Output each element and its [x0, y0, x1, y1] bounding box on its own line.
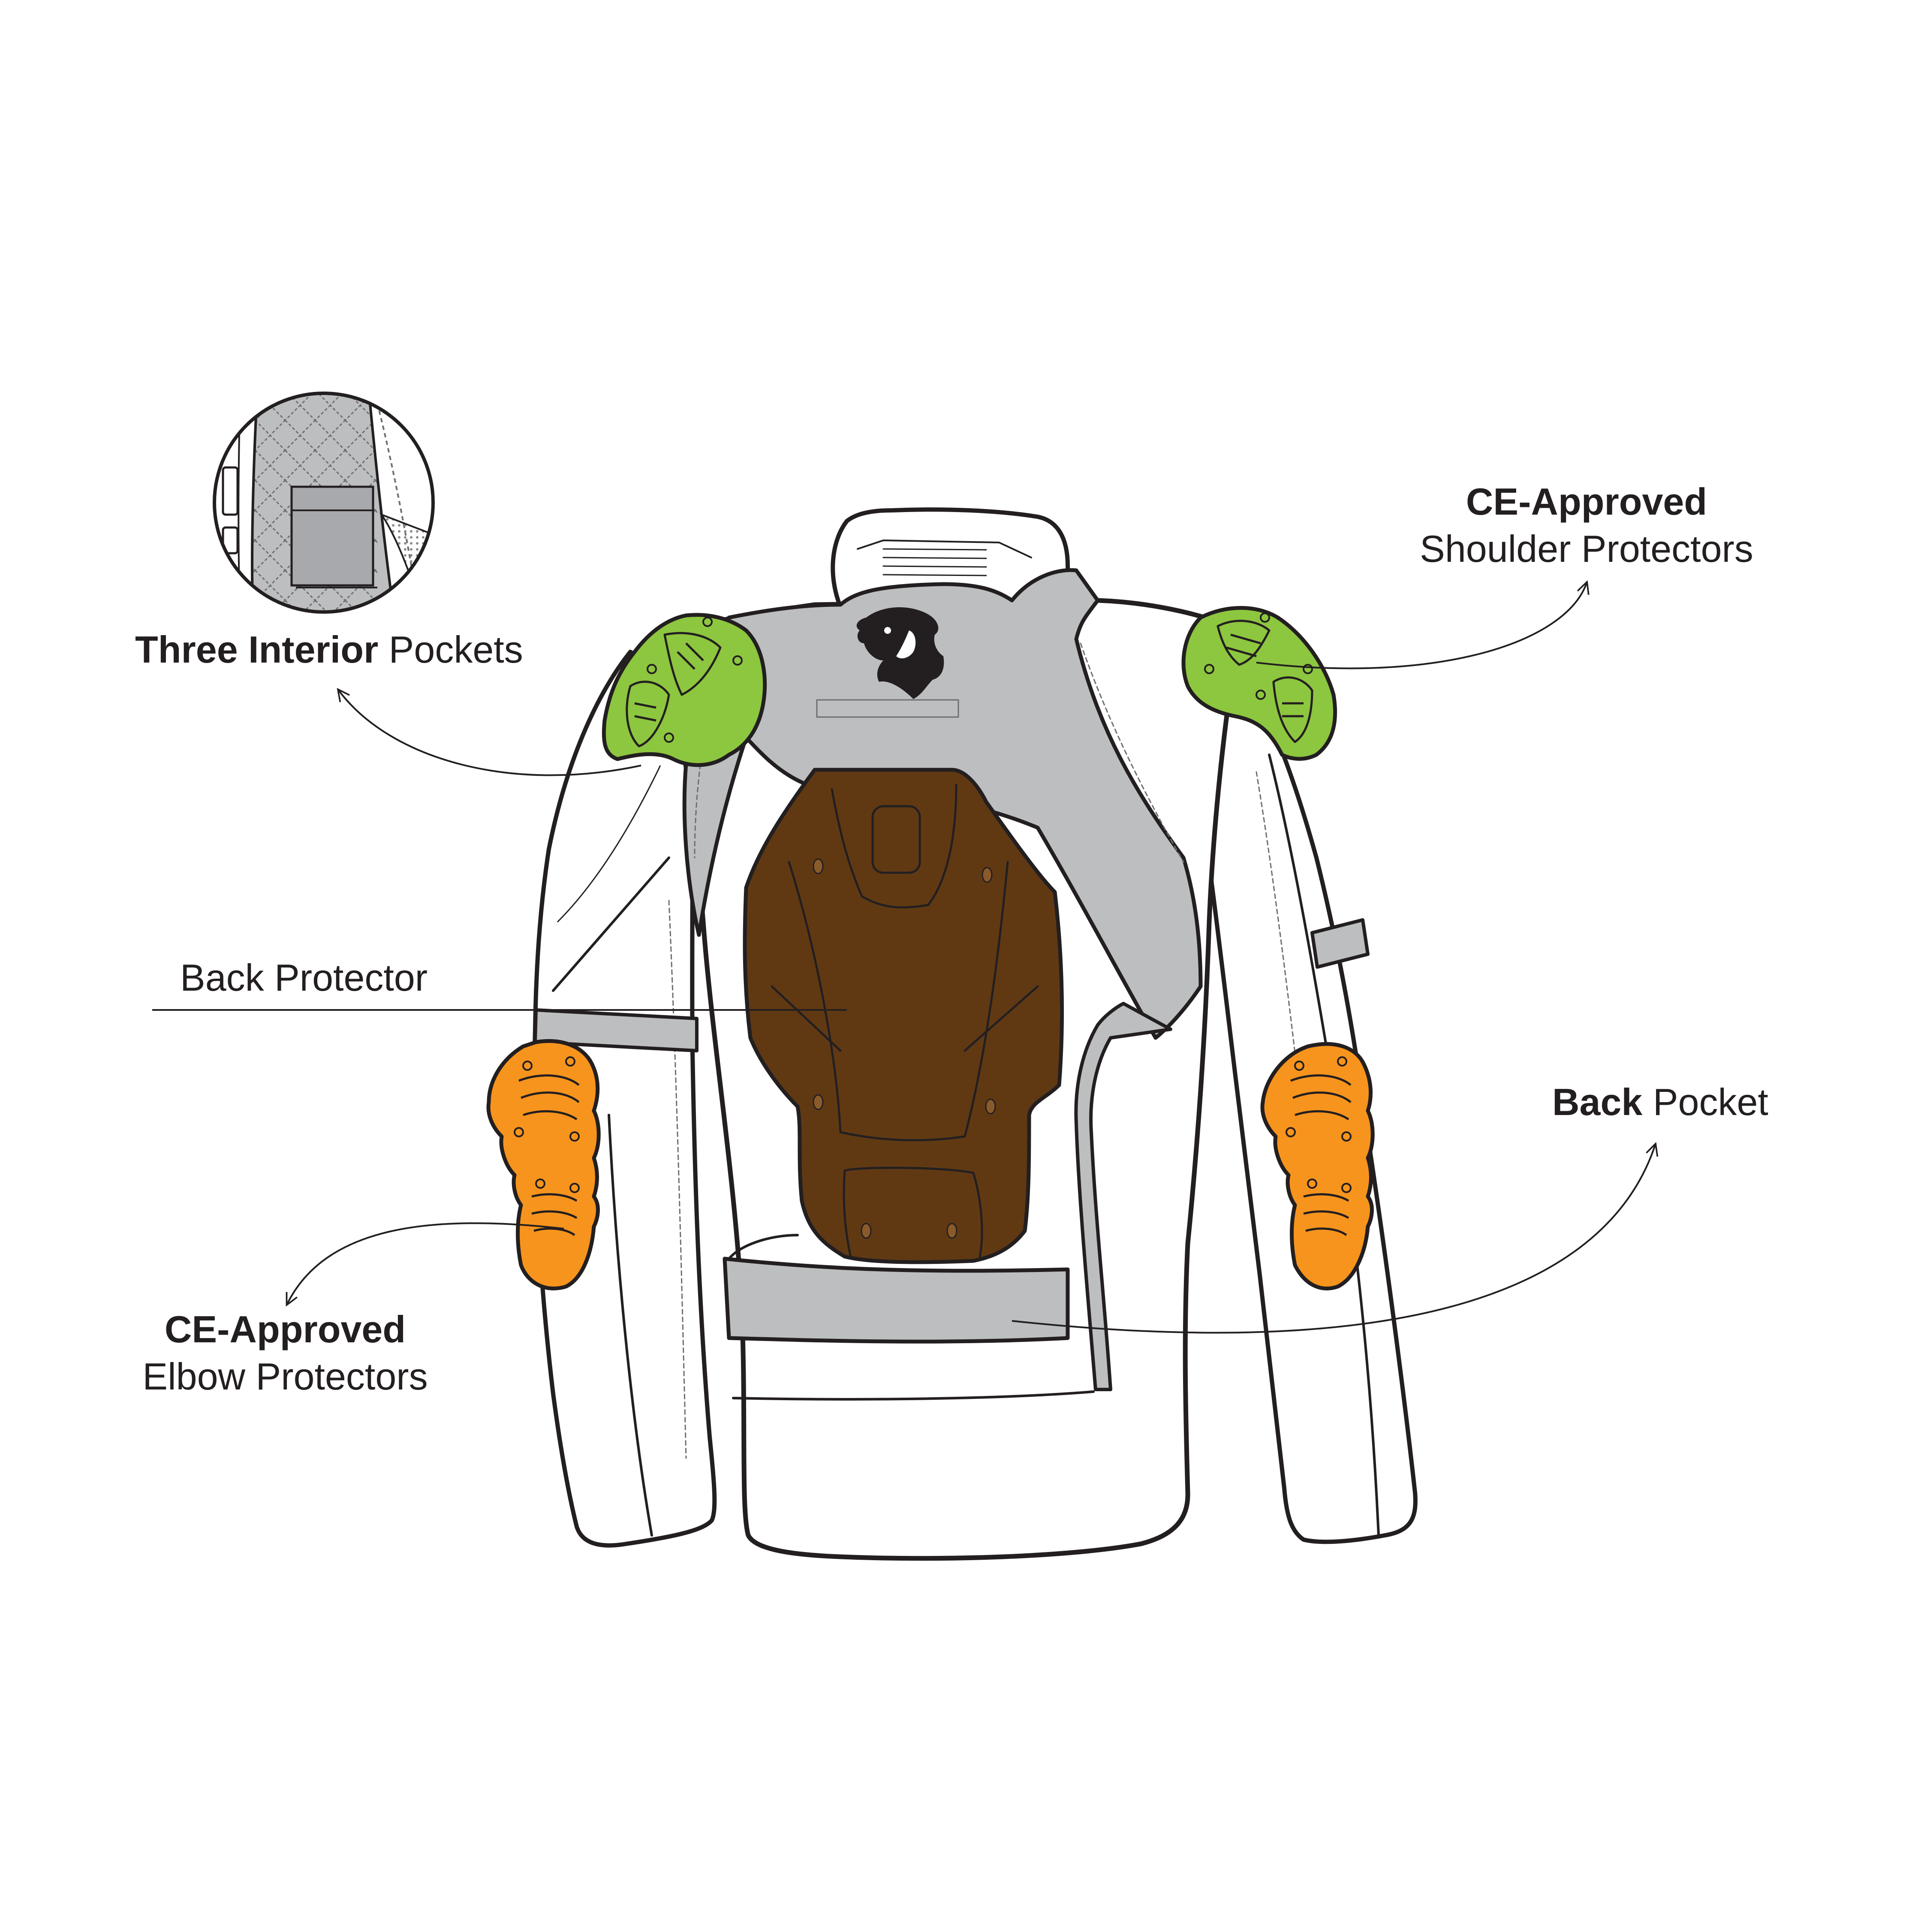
back-protector-details [771, 784, 1039, 1260]
interior-pockets-label: Three Interior Pockets [135, 626, 523, 673]
back-protector-rivets [813, 858, 996, 1239]
interior-pocket-detail [213, 392, 435, 614]
lower-panel [723, 1257, 1070, 1344]
shoulder-protector-left [602, 613, 767, 767]
leader-lines [152, 583, 1655, 1334]
back-pocket-label-regular: Pocket [1642, 1081, 1768, 1123]
collar-vent [882, 548, 987, 576]
elbow-protectors-label: CE-Approved Elbow Protectors [99, 1306, 472, 1400]
shoulder-leader [1256, 583, 1587, 669]
elbow-protector-right [1260, 1042, 1375, 1290]
back-pocket-label: Back Pocket [1552, 1079, 1768, 1126]
back-protector-label: Back Protector [180, 954, 428, 1001]
elbow-protector-left [486, 1039, 601, 1290]
back-pocket-leader [1012, 1145, 1655, 1334]
interior-pockets-label-bold: Three Interior [135, 628, 379, 671]
yoke-tag [816, 699, 959, 718]
shoulder-protector-right [1181, 606, 1337, 761]
shoulder-protectors-label-line2: Shoulder Protectors [1420, 527, 1753, 570]
shoulder-protectors-label: CE-Approved Shoulder Protectors [1394, 478, 1779, 573]
elbow-protectors-label-line2: Elbow Protectors [142, 1355, 428, 1398]
elbow-leader [287, 1222, 564, 1304]
shoulder-protectors-label-line1: CE-Approved [1466, 480, 1707, 523]
left-sleeve-band [533, 1008, 699, 1052]
grey-yoke [682, 568, 1203, 1040]
interior-pocket-leader [339, 690, 641, 776]
left-sleeve [532, 650, 717, 1548]
side-strip [1074, 1002, 1172, 1391]
right-sleeve-band [1310, 918, 1370, 969]
interior-pocket-inner-leader [557, 765, 661, 923]
elbow-protectors-label-line1: CE-Approved [164, 1308, 406, 1350]
back-pocket-label-bold: Back [1552, 1081, 1643, 1123]
back-protector-label-text: Back Protector [180, 956, 428, 999]
interior-pockets-label-regular: Pockets [378, 628, 523, 671]
back-protector [743, 768, 1064, 1264]
bear-head-logo [856, 607, 944, 699]
